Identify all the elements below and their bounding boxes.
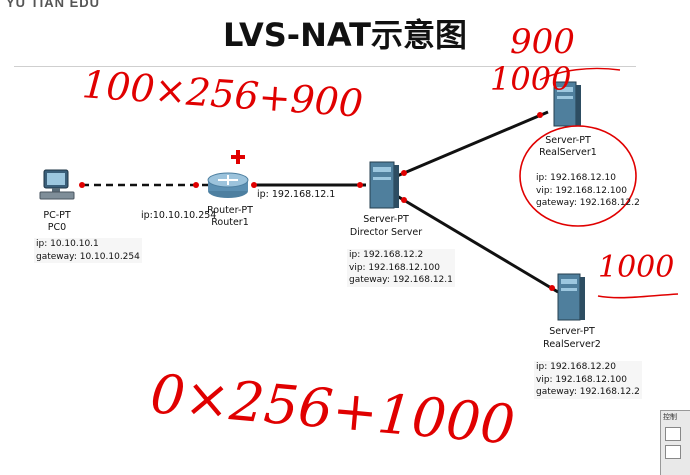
- realserver2-vip: vip: 192.168.12.100: [536, 374, 628, 385]
- brand-logo-text: YU TIAN EDU: [6, 0, 101, 10]
- port-dot: [357, 182, 363, 188]
- port-dot: [549, 285, 555, 291]
- director-name-label: Director Server: [349, 227, 423, 238]
- realserver1-ip: ip: 192.168.12.10: [536, 173, 616, 183]
- realserver2-type-label: Server-PT: [549, 326, 595, 337]
- realserver2-gateway: gateway: 192.168.12.2: [536, 387, 640, 397]
- realserver1-vip: vip: 192.168.12.100: [536, 185, 628, 196]
- router1-name-label: Router1: [211, 217, 249, 228]
- port-dot: [401, 170, 407, 176]
- director-gateway: gateway: 192.168.12.1: [349, 275, 453, 285]
- router-icon: [207, 172, 249, 198]
- handwritten-circle: [519, 125, 637, 227]
- handwritten-scribble: [539, 67, 621, 81]
- port-dot: [401, 197, 407, 203]
- port-dot: [79, 182, 85, 188]
- pc0-gateway: gateway: 10.10.10.254: [36, 251, 140, 262]
- router1-type-label: Router-PT: [207, 205, 253, 216]
- handwritten-note-top-right-b: 1000: [490, 60, 572, 98]
- director-ip: ip: 192.168.12.2: [349, 250, 424, 260]
- router1-right-ip: ip: 192.168.12.1: [257, 189, 336, 200]
- handwritten-underline: [597, 293, 679, 299]
- port-dot: [537, 112, 543, 118]
- realserver1-icon: [553, 81, 581, 127]
- link-director-realserver2: [396, 194, 559, 294]
- realserver1-info: ip: 192.168.12.10 vip: 192.168.12.100 ga…: [534, 172, 642, 210]
- realserver2-ip: ip: 192.168.12.20: [536, 362, 616, 372]
- pc0-name-label: PC0: [47, 222, 67, 233]
- pc0-info: ip: 10.10.10.1 gateway: 10.10.10.254: [34, 238, 142, 263]
- port-dot: [251, 182, 257, 188]
- director-vip: vip: 192.168.12.100: [349, 262, 441, 273]
- panel-button[interactable]: [665, 427, 681, 441]
- red-cross-icon: [231, 150, 245, 164]
- port-dot: [193, 182, 199, 188]
- pc-icon: [39, 169, 75, 200]
- router1-left-ip: ip:10.10.10.254: [141, 210, 217, 221]
- handwritten-note-top-right-a: 900: [510, 22, 575, 62]
- link-director-realserver1: [396, 110, 549, 178]
- canvas-border: [14, 66, 636, 67]
- handwritten-note-right-mid: 1000: [598, 250, 675, 285]
- realserver1-gateway: gateway: 192.168.12.2: [536, 198, 640, 208]
- page-title: LVS-NAT示意图: [223, 16, 467, 54]
- pc0-ip: ip: 10.10.10.1: [36, 239, 99, 249]
- realserver1-type-label: Server-PT: [545, 135, 591, 146]
- director-info: ip: 192.168.12.2 vip: 192.168.12.100 gat…: [347, 249, 455, 287]
- realserver1-name-label: RealServer1: [539, 147, 597, 158]
- realserver2-info: ip: 192.168.12.20 vip: 192.168.12.100 ga…: [534, 361, 642, 399]
- pc0-type-label: PC-PT: [43, 210, 71, 221]
- realserver2-name-label: RealServer2: [543, 339, 601, 350]
- director-type-label: Server-PT: [363, 214, 409, 225]
- side-panel-title: 控制: [663, 413, 677, 421]
- side-control-panel: 控制: [660, 410, 690, 475]
- director-server-icon: [369, 161, 399, 209]
- realserver2-icon: [557, 273, 585, 321]
- panel-button[interactable]: [665, 445, 681, 459]
